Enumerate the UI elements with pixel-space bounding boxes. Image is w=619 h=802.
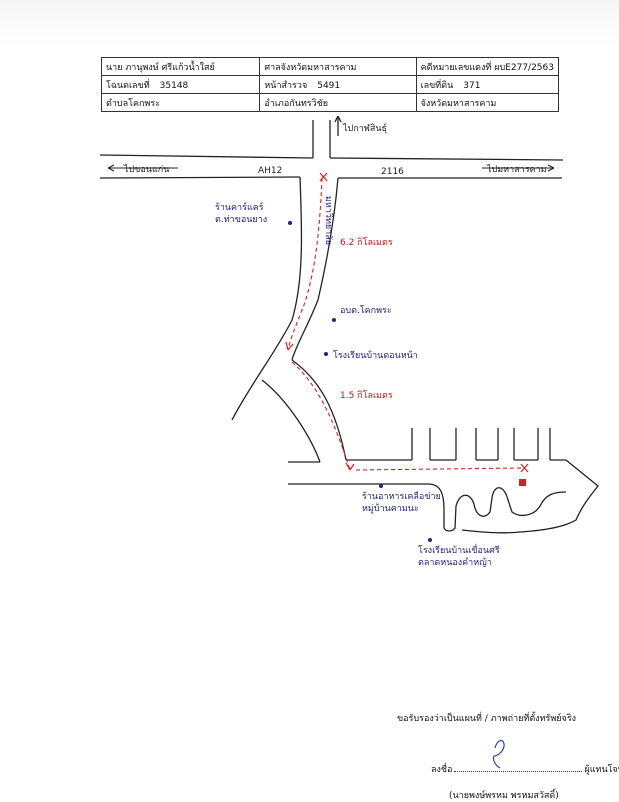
landmark-pin [379, 484, 383, 488]
landmark-pin [324, 352, 328, 356]
landmark-pin [332, 318, 336, 322]
road-number: 2116 [381, 167, 404, 177]
road-code: AH12 [258, 166, 282, 176]
landmark-label: ร้านอาหารเคลือข่าย [362, 491, 441, 502]
land-number: 371 [463, 80, 481, 91]
sign-prefix: ลงชื่อ [431, 765, 453, 775]
landmark-label: อบต.โคกพระ [340, 305, 392, 316]
signature-mark [492, 739, 505, 769]
deed-number: 35148 [159, 80, 189, 91]
subdistrict: ตำบลโคกพระ [100, 93, 261, 112]
landmark-label: ร้านคาร์แคร์ [215, 201, 264, 213]
highway-arrows [107, 164, 555, 172]
north-road [312, 115, 342, 158]
south-road [231, 176, 347, 463]
landmark-sublabel: ต.ท่าขอนยาง [215, 215, 267, 225]
survey-label: หน้าสำรวจ [264, 80, 308, 91]
landmark-sublabel: หมู่บ้านคามนะ [362, 503, 419, 514]
left-destination: ไปขอนแก่น [123, 164, 169, 175]
route-path [287, 177, 525, 471]
village-road [288, 428, 599, 534]
main-highway [99, 154, 564, 179]
certification-statement: ขอรับรองว่าเป็นแผนที่ / ภาพถ่ายที่ตั้งทร… [397, 714, 577, 724]
landmark-label: โรงเรียนบ้านเขื่อนศรี [418, 543, 500, 556]
sign-dots [454, 762, 583, 772]
land-label: เลขที่ดิน [420, 80, 454, 91]
sign-suffix: ผู้แทนโจทก์ [584, 765, 619, 775]
signature-line: ลงชื่อ ผู้แทนโจทก์ [431, 762, 619, 776]
village-road-label: มหาวิทยาลัย [323, 196, 334, 245]
route-markers [285, 172, 529, 473]
target-property [519, 479, 526, 486]
landmark-sublabel: ตลาดหนองคำหญ้า [418, 557, 492, 568]
province: จังหวัดมหาสารคาม [415, 93, 560, 112]
landmark-pin [288, 221, 292, 225]
table-row: ตำบลโคกพระ อำเภอกันทรวิชัย จังหวัดมหาสาร… [100, 93, 560, 112]
survey-number: 5491 [317, 80, 341, 91]
north-destination: ไปกาฬสินธุ์ [342, 122, 387, 134]
landmark-label: โรงเรียนบ้านดอนหน้า [333, 350, 418, 361]
distance-label: 1.5 กิโลเมตร [340, 390, 393, 401]
landmark-pin [428, 538, 432, 542]
header-info-table: นาย ภานุพงษ์ ศรีแก้วน้ำใสย์ ศาลจังหวัดมห… [100, 57, 560, 112]
scan-noise [0, 0, 619, 48]
deed-label: โฉนดเลขที่ [106, 80, 150, 91]
signer-name: (นายพงษ์พรหม พรหมสวัสดิ์) [449, 791, 559, 801]
right-destination: ไปมหาสารคาม [486, 164, 547, 175]
district: อำเภอกันทรวิชัย [259, 93, 417, 112]
table-row: นาย ภานุพงษ์ ศรีแก้วน้ำใสย์ ศาลจังหวัดมห… [100, 57, 560, 76]
distance-label: 6.2 กิโลเมตร [340, 237, 393, 248]
